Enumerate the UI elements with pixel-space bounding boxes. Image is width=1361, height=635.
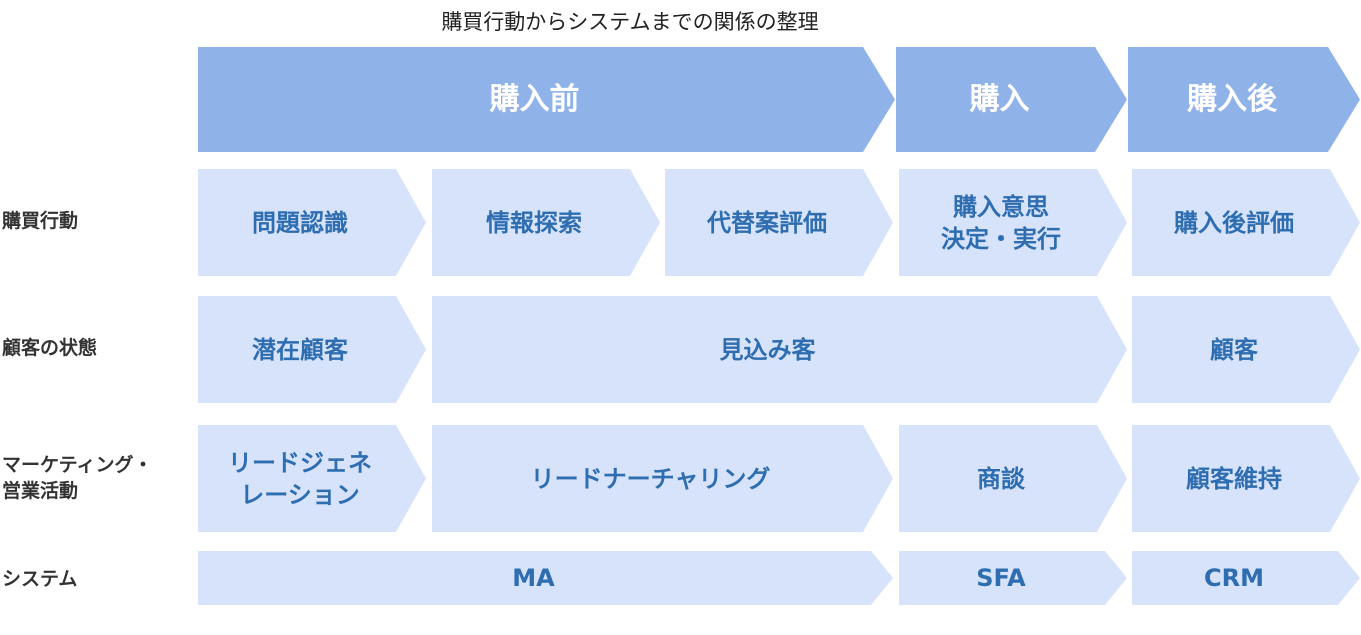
marketing-activity: 顧客維持 bbox=[1132, 425, 1360, 532]
phase-post-purchase-label: 購入後 bbox=[1187, 81, 1277, 117]
behavior-step-label: 問題認識 bbox=[252, 208, 348, 237]
marketing-activity: 商談 bbox=[899, 425, 1127, 532]
system-box: CRM bbox=[1132, 551, 1360, 605]
system-box-label: SFA bbox=[976, 564, 1026, 592]
customer-state: 顧客 bbox=[1132, 296, 1360, 403]
row-label-marketing: マーケティング・ 営業活動 bbox=[2, 454, 153, 502]
behavior-step: 情報探索 bbox=[432, 169, 660, 276]
marketing-activity-label: 商談 bbox=[977, 464, 1025, 493]
customer-state-label: 顧客 bbox=[1210, 335, 1258, 364]
customer-state-label: 見込み客 bbox=[719, 335, 816, 364]
system-box: SFA bbox=[899, 551, 1127, 605]
marketing-activity: リードジェネ レーション bbox=[198, 425, 426, 532]
system-box-label: MA bbox=[512, 564, 555, 592]
row-label-behavior: 購買行動 bbox=[2, 210, 79, 232]
customer-state: 潜在顧客 bbox=[198, 296, 426, 403]
system-box-label: CRM bbox=[1204, 564, 1264, 592]
marketing-activity-label: リードジェネ レーション bbox=[228, 448, 372, 509]
behavior-step: 購入後評価 bbox=[1132, 169, 1360, 276]
row-label-system: システム bbox=[2, 568, 78, 590]
system-box: MA bbox=[198, 551, 893, 605]
row-label-state: 顧客の状態 bbox=[2, 337, 98, 359]
marketing-activity: リードナーチャリング bbox=[432, 425, 893, 532]
customer-state: 見込み客 bbox=[432, 296, 1127, 403]
behavior-step: 代替案評価 bbox=[665, 169, 893, 276]
phase-purchase: 購入 bbox=[896, 47, 1127, 152]
phase-pre-purchase: 購入前 bbox=[198, 47, 895, 152]
marketing-activity-label: リードナーチャリング bbox=[530, 464, 771, 493]
marketing-activity-label: 顧客維持 bbox=[1186, 464, 1282, 493]
behavior-step: 購入意思 決定・実行 bbox=[899, 169, 1127, 276]
phase-pre-purchase-label: 購入前 bbox=[489, 81, 580, 117]
diagram-title: 購買行動からシステムまでの関係の整理 bbox=[441, 10, 819, 34]
behavior-step-label: 情報探索 bbox=[486, 208, 582, 237]
customer-state-label: 潜在顧客 bbox=[252, 335, 348, 364]
phase-post-purchase: 購入後 bbox=[1128, 47, 1360, 152]
behavior-step: 問題認識 bbox=[198, 169, 426, 276]
behavior-step-label: 購入意思 決定・実行 bbox=[941, 192, 1061, 253]
behavior-step-label: 購入後評価 bbox=[1174, 208, 1294, 237]
phase-purchase-label: 購入 bbox=[969, 81, 1030, 117]
behavior-step-label: 代替案評価 bbox=[707, 208, 827, 237]
